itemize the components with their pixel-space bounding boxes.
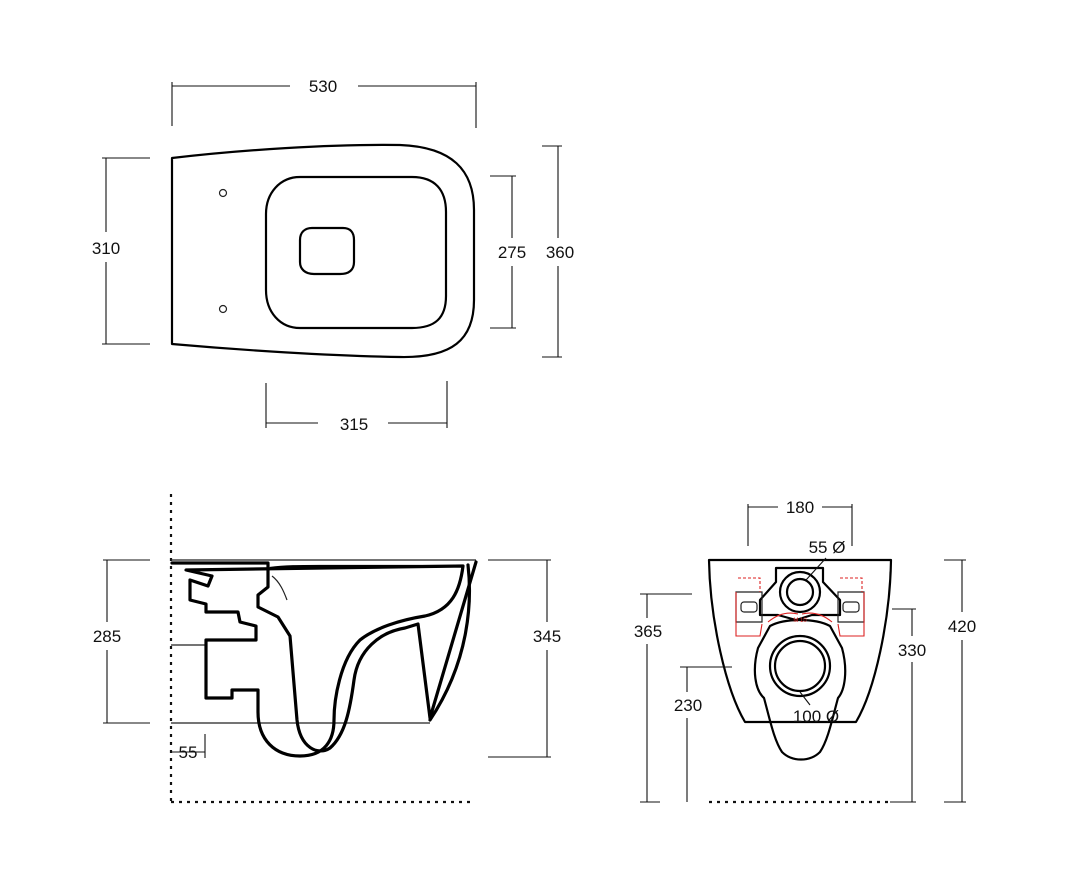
side-section-outline[interactable]	[170, 560, 478, 753]
drain-hole	[298, 226, 356, 276]
dim-width-at-wall: 310	[92, 239, 120, 258]
dim-fixing-height: 330	[898, 641, 926, 660]
dim-inlet-diameter: 55 Ø	[809, 538, 846, 557]
dim-bowl-opening-width: 275	[498, 243, 526, 262]
svg-text:M 10: M 10	[793, 618, 807, 624]
dim-inlet-spacing: 180	[786, 498, 814, 517]
dim-rim-height: 420	[948, 617, 976, 636]
dim-overall-length: 530	[309, 77, 337, 96]
fixing-hole-top	[218, 188, 228, 198]
inlet-outer	[778, 570, 822, 614]
bowl-opening	[264, 175, 448, 330]
dim-inlet-height: 365	[634, 622, 662, 641]
dim-bowl-opening-length: 315	[340, 415, 368, 434]
dim-overall-width: 360	[546, 243, 574, 262]
inlet-inner	[785, 577, 815, 607]
top-view-outline	[170, 143, 476, 359]
dim-outlet-diameter: 100 Ø	[793, 707, 839, 726]
rear-view: M 10 180 55 Ø 100 Ø 365 230 330	[634, 498, 976, 804]
outlet-outer	[768, 634, 832, 698]
dim-outlet-height: 230	[674, 696, 702, 715]
top-view: 530 310 275 360 315	[92, 77, 574, 434]
dim-height-at-wall: 285	[93, 627, 121, 646]
bracket-right	[837, 591, 865, 623]
dim-offset: 55	[179, 743, 198, 762]
side-inner-bowl	[184, 564, 465, 758]
bracket-left	[735, 591, 763, 623]
rear-view-outline[interactable]	[707, 558, 893, 724]
fixing-hole-bottom	[218, 304, 228, 314]
side-view: 285 345 55	[93, 494, 561, 804]
outlet-inner	[773, 639, 827, 693]
dim-overall-height: 345	[533, 627, 561, 646]
